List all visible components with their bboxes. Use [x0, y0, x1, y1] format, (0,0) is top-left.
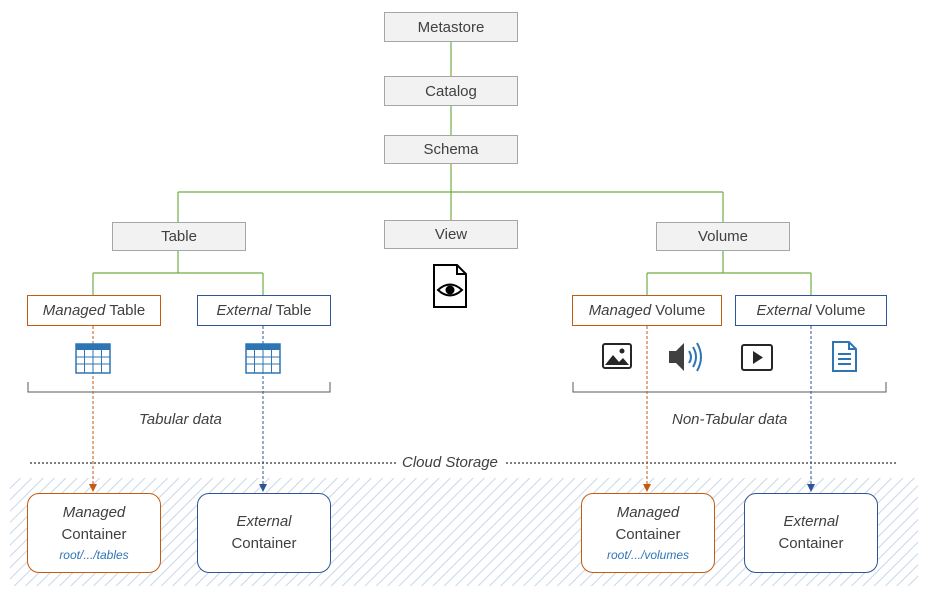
managed-volume-container: Managed Container root/.../volumes: [581, 493, 715, 573]
managed-volume-suffix: Volume: [655, 302, 706, 319]
volume-label: Volume: [697, 228, 749, 245]
volume-node: Volume: [656, 222, 790, 251]
managed-volume-container-path: root/.../volumes: [606, 548, 690, 562]
external-table-suffix: Table: [275, 302, 312, 319]
external-table-container-line2: Container: [231, 535, 297, 552]
image-icon: [602, 343, 632, 369]
external-table-grid-icon: [245, 343, 281, 374]
managed-volume-prefix: Managed: [588, 302, 652, 319]
non-tabular-bracket: [572, 382, 887, 393]
text-document-icon: [832, 341, 857, 372]
external-volume-container-line1: External: [783, 513, 839, 530]
external-table-container-line1: External: [236, 513, 292, 530]
managed-table-container-path: root/.../tables: [59, 548, 129, 562]
external-volume-container-line2: Container: [778, 535, 844, 552]
table-label: Table: [161, 228, 197, 245]
external-table-node: External Table: [197, 295, 331, 326]
managed-table-container-line2: Container: [61, 526, 127, 543]
cloud-storage-label: Cloud Storage: [396, 454, 504, 471]
video-play-icon: [741, 344, 773, 371]
managed-table-prefix: Managed: [42, 302, 106, 319]
schema-node: Schema: [384, 135, 518, 164]
managed-table-node: Managed Table: [27, 295, 161, 326]
audio-speaker-icon: [669, 342, 702, 372]
managed-table-container: Managed Container root/.../tables: [27, 493, 161, 573]
non-tabular-data-label: Non-Tabular data: [672, 411, 788, 428]
schema-label: Schema: [423, 141, 479, 158]
external-volume-suffix: Volume: [815, 302, 866, 319]
external-volume-node: External Volume: [735, 295, 887, 326]
view-label: View: [434, 226, 468, 243]
catalog-node: Catalog: [384, 76, 518, 106]
tabular-bracket: [27, 382, 331, 393]
external-table-container: External Container: [197, 493, 331, 573]
managed-volume-node: Managed Volume: [572, 295, 722, 326]
managed-volume-container-line1: Managed: [616, 504, 680, 521]
managed-table-grid-icon: [75, 343, 111, 374]
view-eye-document-icon: [433, 264, 467, 308]
metastore-label: Metastore: [417, 18, 485, 36]
view-node: View: [384, 220, 518, 249]
table-node: Table: [112, 222, 246, 251]
managed-table-container-line1: Managed: [62, 504, 126, 521]
managed-table-suffix: Table: [109, 302, 146, 319]
external-volume-prefix: External: [756, 302, 812, 319]
catalog-label: Catalog: [425, 82, 477, 100]
managed-volume-container-line2: Container: [615, 526, 681, 543]
hierarchy-connectors: [92, 42, 812, 295]
tabular-data-label: Tabular data: [139, 411, 222, 428]
external-volume-container: External Container: [744, 493, 878, 573]
external-table-prefix: External: [216, 302, 272, 319]
metastore-node: Metastore: [384, 12, 518, 42]
